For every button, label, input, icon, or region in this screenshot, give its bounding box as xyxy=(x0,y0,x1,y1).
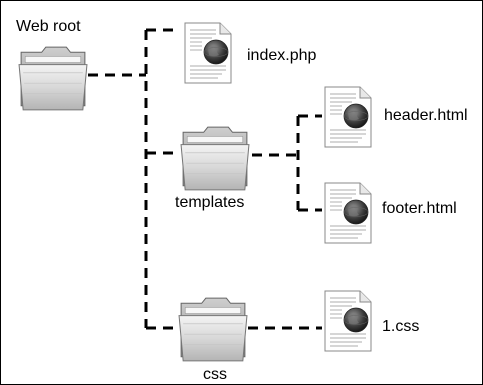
node-css1[interactable] xyxy=(322,288,374,354)
web-document-icon xyxy=(322,288,374,354)
edge-root-trunk xyxy=(88,30,148,328)
edge-templates-trunk xyxy=(252,116,300,210)
web-document-icon xyxy=(322,180,374,246)
node-index[interactable] xyxy=(182,20,234,86)
node-css[interactable] xyxy=(176,293,250,365)
node-label-index: index.php xyxy=(247,47,317,64)
folder-icon xyxy=(178,122,252,194)
node-label-css1: 1.css xyxy=(382,318,420,335)
folder-icon xyxy=(16,42,90,114)
folder-icon xyxy=(176,293,250,365)
root-label: Web root xyxy=(16,18,81,35)
node-label-css: css xyxy=(203,366,227,383)
web-document-icon xyxy=(182,20,234,86)
node-header[interactable] xyxy=(322,84,374,150)
node-templates[interactable] xyxy=(178,122,252,194)
web-document-icon xyxy=(322,84,374,150)
node-label-header: header.html xyxy=(384,107,468,124)
node-label-footer: footer.html xyxy=(382,200,457,217)
node-footer[interactable] xyxy=(322,180,374,246)
root-folder[interactable] xyxy=(16,42,90,114)
node-label-templates: templates xyxy=(175,194,245,211)
